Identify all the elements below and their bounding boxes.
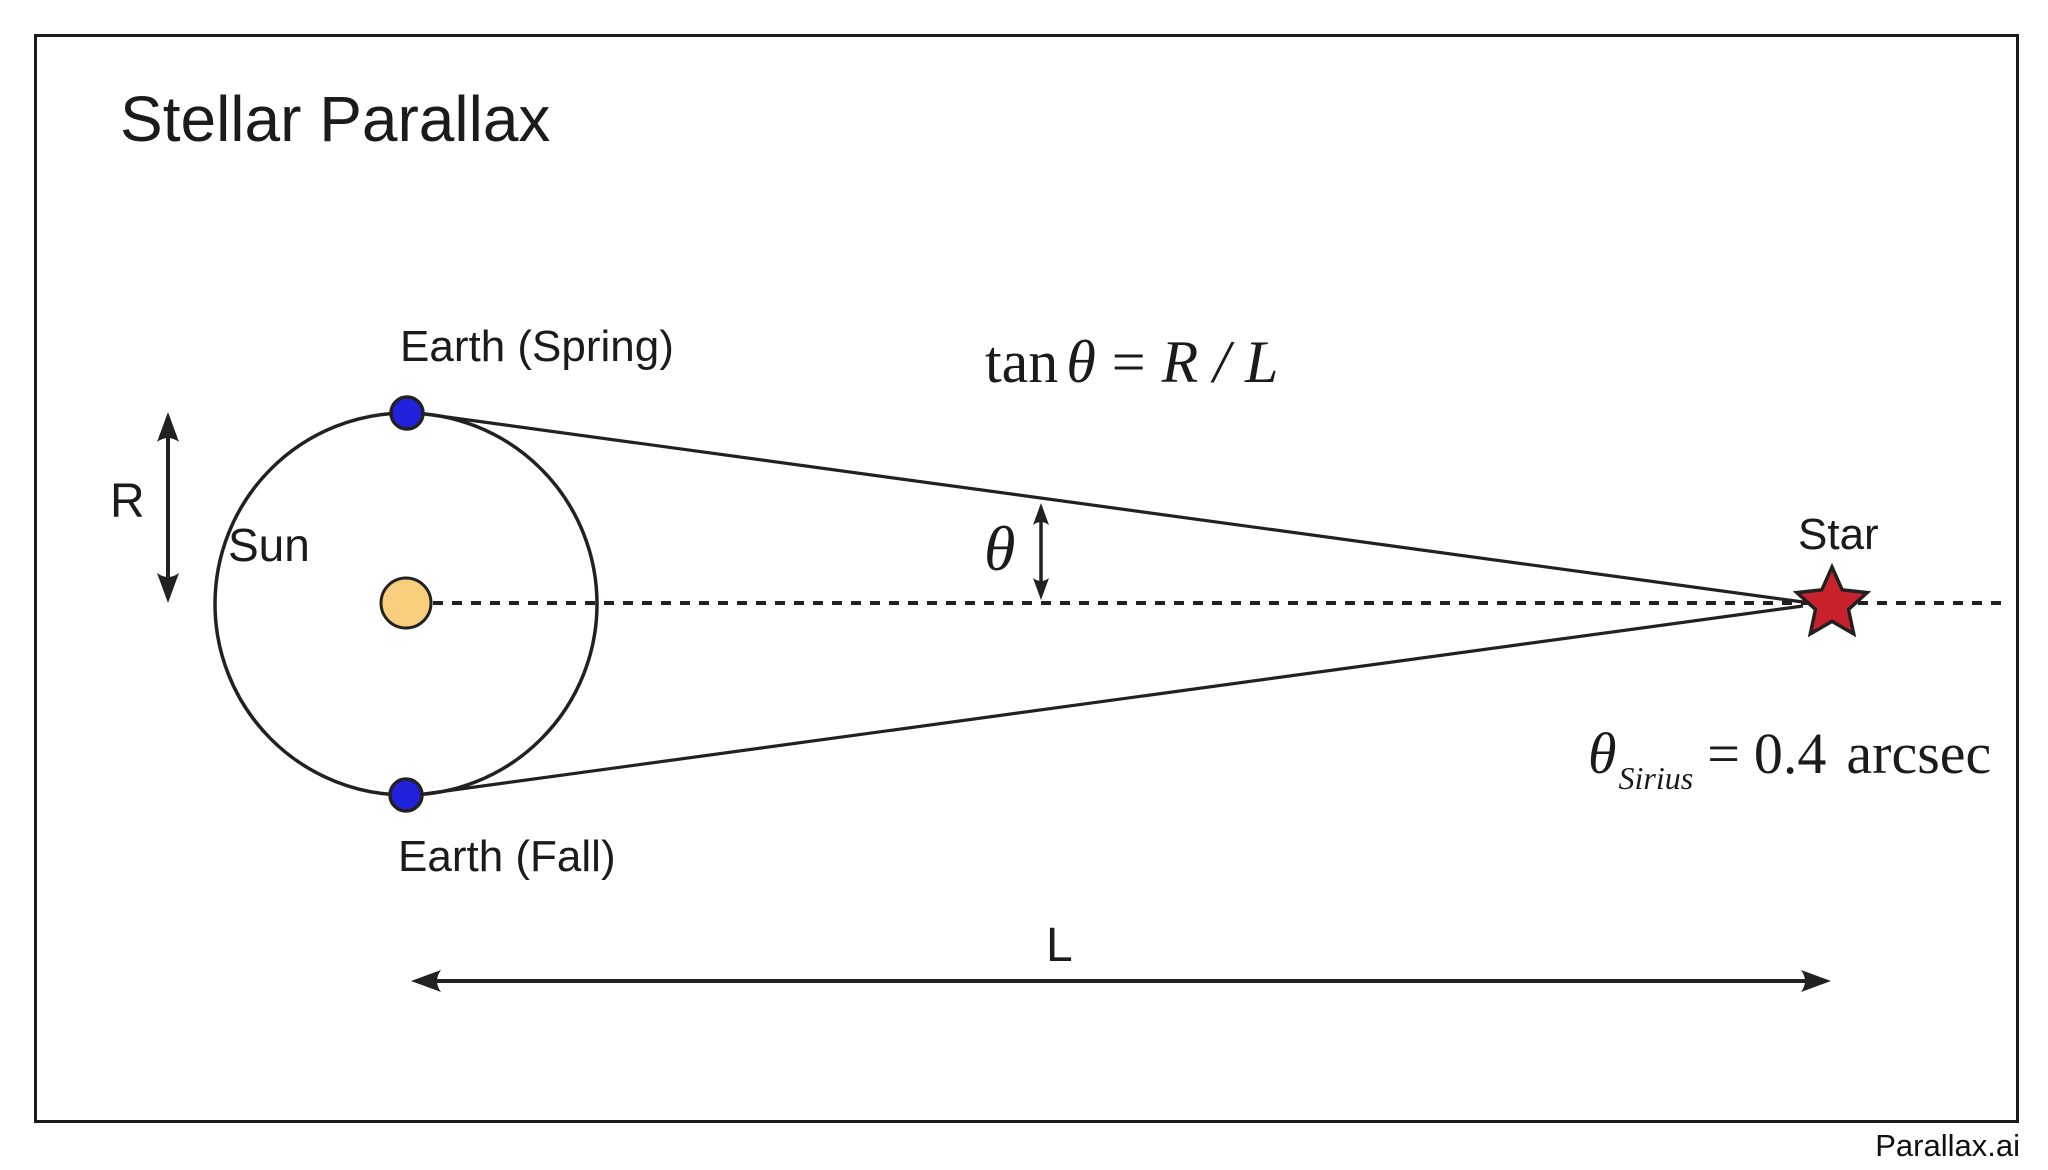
- earth-spring-dot: [389, 395, 425, 431]
- radius-arrow: [157, 412, 179, 603]
- measurement-equals: =: [1707, 721, 1740, 786]
- sight-line-fall: [408, 604, 1804, 798]
- earth-fall-label: Earth (Fall): [398, 832, 616, 881]
- angle-arrow: [1033, 503, 1049, 600]
- measurement-value: 0.4: [1753, 721, 1827, 786]
- formula-tan: tan: [985, 329, 1059, 395]
- measurement-unit: arcsec: [1846, 721, 1992, 786]
- measurement-subscript: Sirius: [1618, 760, 1694, 796]
- sirius-measurement: θSirius =0.4 arcsec: [1588, 720, 1991, 797]
- radius-label: R: [110, 475, 145, 528]
- measurement-theta: θ: [1588, 721, 1617, 786]
- watermark: Parallax.ai: [1875, 1128, 2020, 1163]
- baseline-arrowhead-left: [411, 970, 441, 992]
- baseline-label: L: [1046, 919, 1073, 972]
- sight-line-spring: [409, 410, 1804, 604]
- earth-spring-label: Earth (Spring): [400, 322, 674, 371]
- star-label: Star: [1798, 510, 1879, 559]
- angle-arrowhead-up: [1033, 503, 1049, 525]
- formula-equals: =: [1111, 329, 1146, 395]
- page-title: Stellar Parallax: [120, 83, 551, 155]
- star-icon: [1792, 562, 1872, 638]
- sun-label: Sun: [228, 519, 310, 571]
- angle-arrowhead-down: [1033, 578, 1049, 600]
- baseline-arrow: [411, 970, 1831, 992]
- diagram-border: [34, 34, 2019, 1123]
- sun-dot: [379, 576, 433, 630]
- formula-rhs: R / L: [1161, 329, 1279, 395]
- radius-arrowhead-down: [157, 573, 179, 603]
- earth-fall-dot: [388, 777, 424, 813]
- radius-arrowhead-up: [157, 412, 179, 442]
- angle-theta-label: θ: [984, 513, 1016, 584]
- baseline-arrowhead-right: [1801, 970, 1831, 992]
- formula-theta: θ: [1066, 329, 1096, 395]
